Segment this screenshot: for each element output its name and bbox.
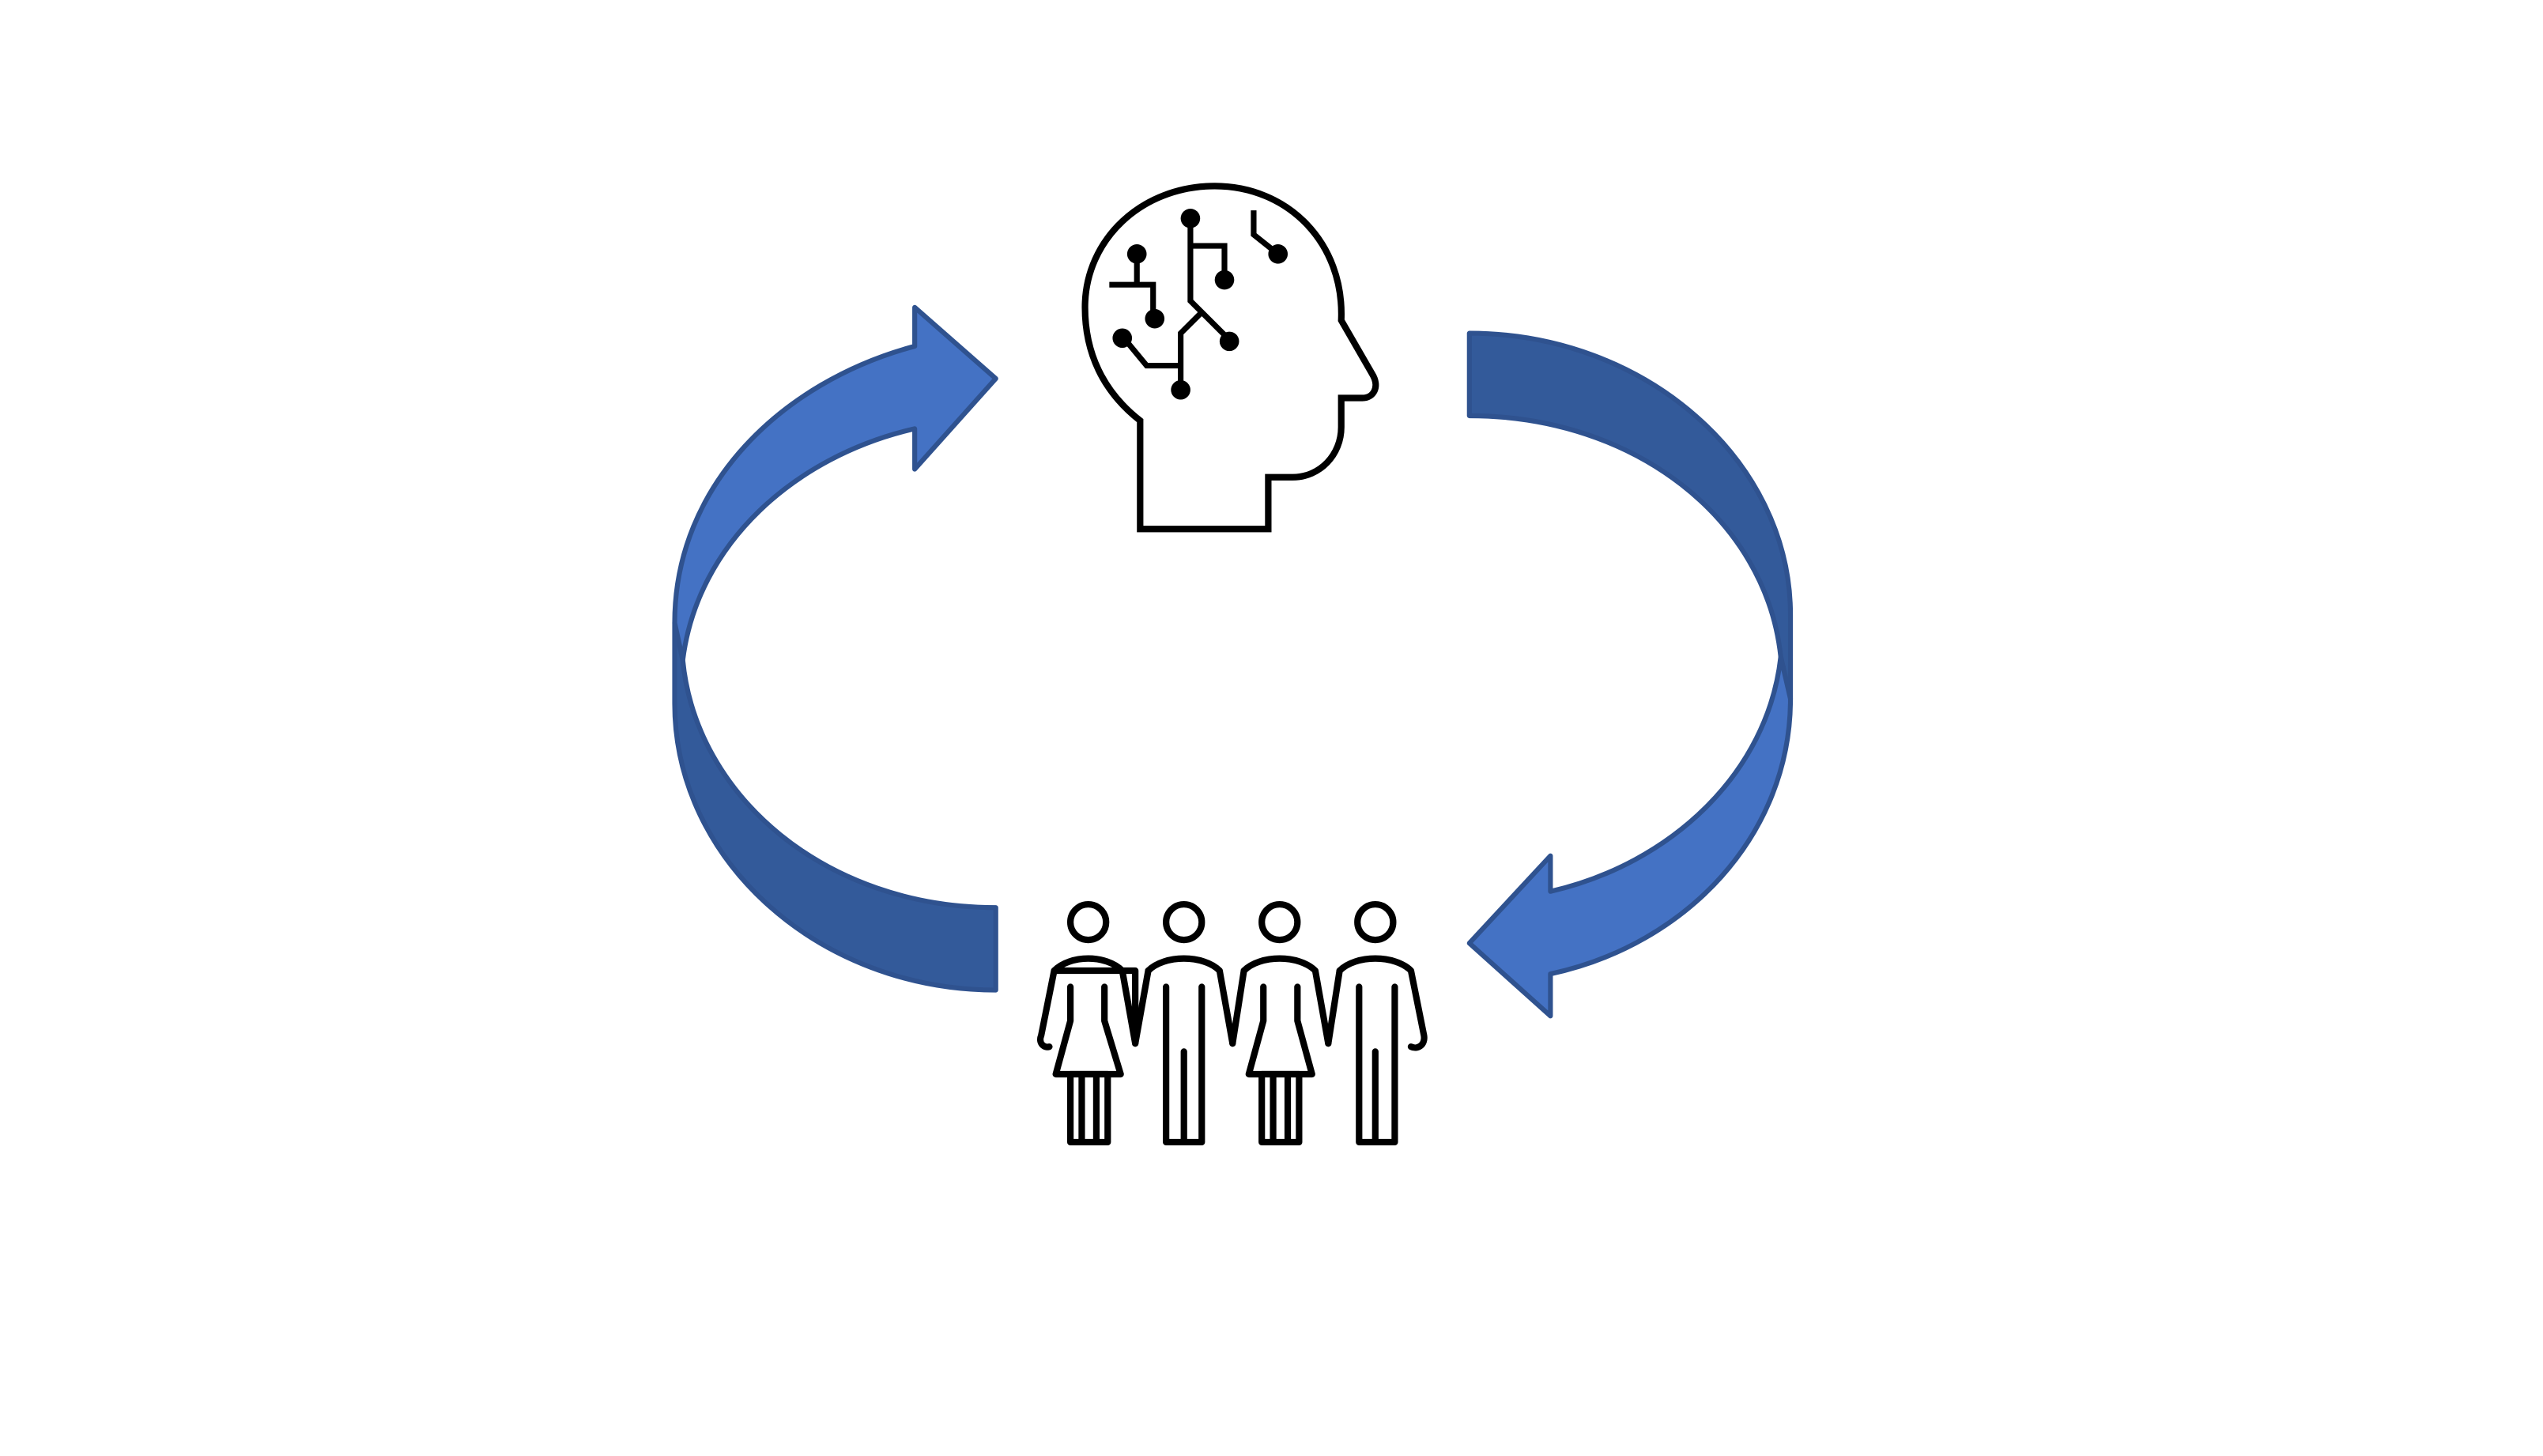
circuit-node <box>1145 308 1165 329</box>
arrow-left-band-dark <box>672 620 998 993</box>
curved-arrow-right-icon <box>1466 330 1794 1019</box>
person-man-icon <box>1132 900 1236 1146</box>
person-woman-icon <box>1229 900 1332 1146</box>
circuit-node <box>1214 270 1235 290</box>
arrow-left-band-light <box>672 304 998 663</box>
person-woman-icon <box>1037 900 1139 1146</box>
circuit-nodes <box>1112 209 1288 400</box>
head-silhouette-outline <box>1081 183 1379 533</box>
arrow-right-band-light <box>1466 654 1794 1019</box>
ai-head-circuit-icon <box>1081 183 1379 533</box>
circuit-traces <box>1109 210 1280 389</box>
circuit-node <box>1219 331 1239 352</box>
curved-arrow-left-icon <box>672 304 998 993</box>
arrow-right-band-dark <box>1466 330 1794 702</box>
circuit-node <box>1126 244 1147 264</box>
circuit-node <box>1268 244 1288 264</box>
circuit-node <box>1180 209 1201 228</box>
circuit-node <box>1112 328 1133 349</box>
circuit-node <box>1171 379 1190 400</box>
person-man-icon <box>1325 900 1428 1146</box>
people-group-icon <box>1037 900 1428 1146</box>
